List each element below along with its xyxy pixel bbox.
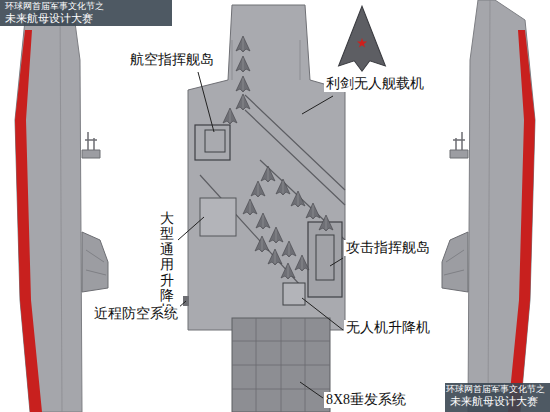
drone-icon — [339, 6, 386, 71]
drone-elevator — [283, 283, 305, 305]
aviation-island — [195, 125, 230, 160]
watermark: 环球网首届军事文化节之 — [444, 384, 547, 394]
callout-label: 利剑无人舰载机 — [324, 76, 426, 92]
watermark: 未来航母设计大赛 — [448, 395, 540, 408]
leader-lines — [178, 72, 343, 398]
watermark-banner — [445, 383, 550, 412]
callout-label: 大型通用升降机 — [160, 210, 174, 320]
watermark-banner — [0, 0, 172, 26]
watermark: 环球网首届军事文化节之 — [3, 1, 106, 11]
callout-label: 攻击指挥舰岛 — [344, 240, 432, 256]
watermark: 未来航母设计大赛 — [3, 12, 95, 25]
callout-label: 8X8垂发系统 — [324, 392, 408, 408]
callout-label: 无人机升降机 — [344, 320, 432, 336]
callout-label: 航空指挥舰岛 — [128, 52, 216, 68]
attack-island — [308, 222, 342, 297]
vls-block — [232, 318, 330, 412]
side-view-left — [15, 0, 108, 412]
main-elevator — [200, 198, 236, 236]
drones — [223, 36, 333, 279]
callout-label: 近程防空系统 — [92, 306, 180, 322]
side-view-right — [442, 0, 535, 412]
